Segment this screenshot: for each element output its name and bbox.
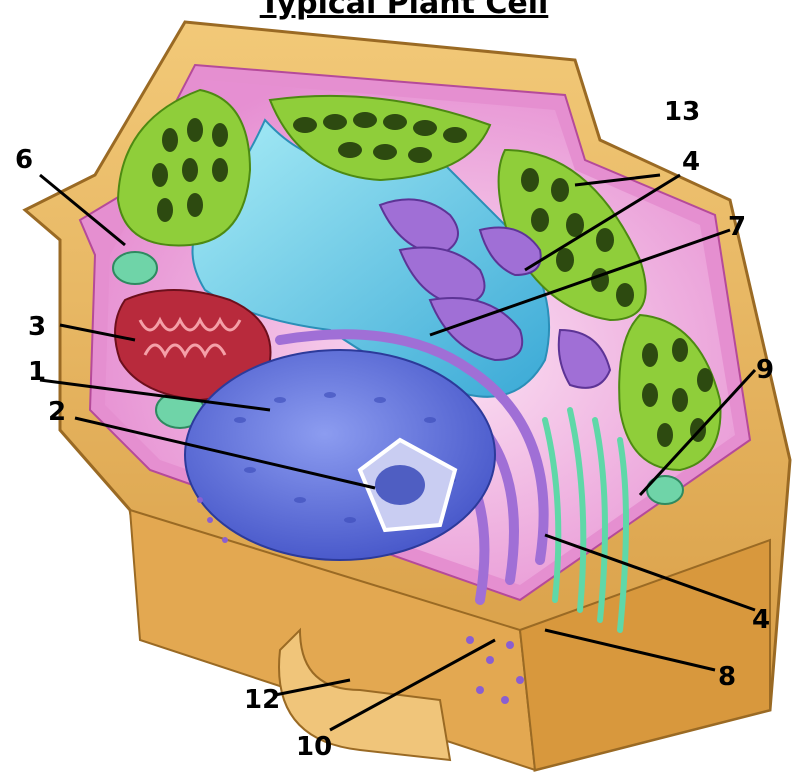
label-4-top: 4 (682, 147, 700, 177)
plastid-small-1 (113, 252, 157, 284)
label-9: 9 (756, 355, 774, 385)
label-7: 7 (728, 212, 746, 242)
label-8: 8 (718, 662, 736, 692)
label-10: 10 (296, 732, 332, 762)
label-6: 6 (15, 145, 33, 175)
label-3: 3 (28, 312, 46, 342)
diagram-title: Typical Plant Cell (0, 0, 808, 21)
label-12: 12 (244, 685, 280, 715)
label-4-bottom: 4 (752, 605, 770, 635)
label-1: 1 (28, 357, 46, 387)
label-13: 13 (664, 97, 700, 127)
label-2: 2 (48, 397, 66, 427)
